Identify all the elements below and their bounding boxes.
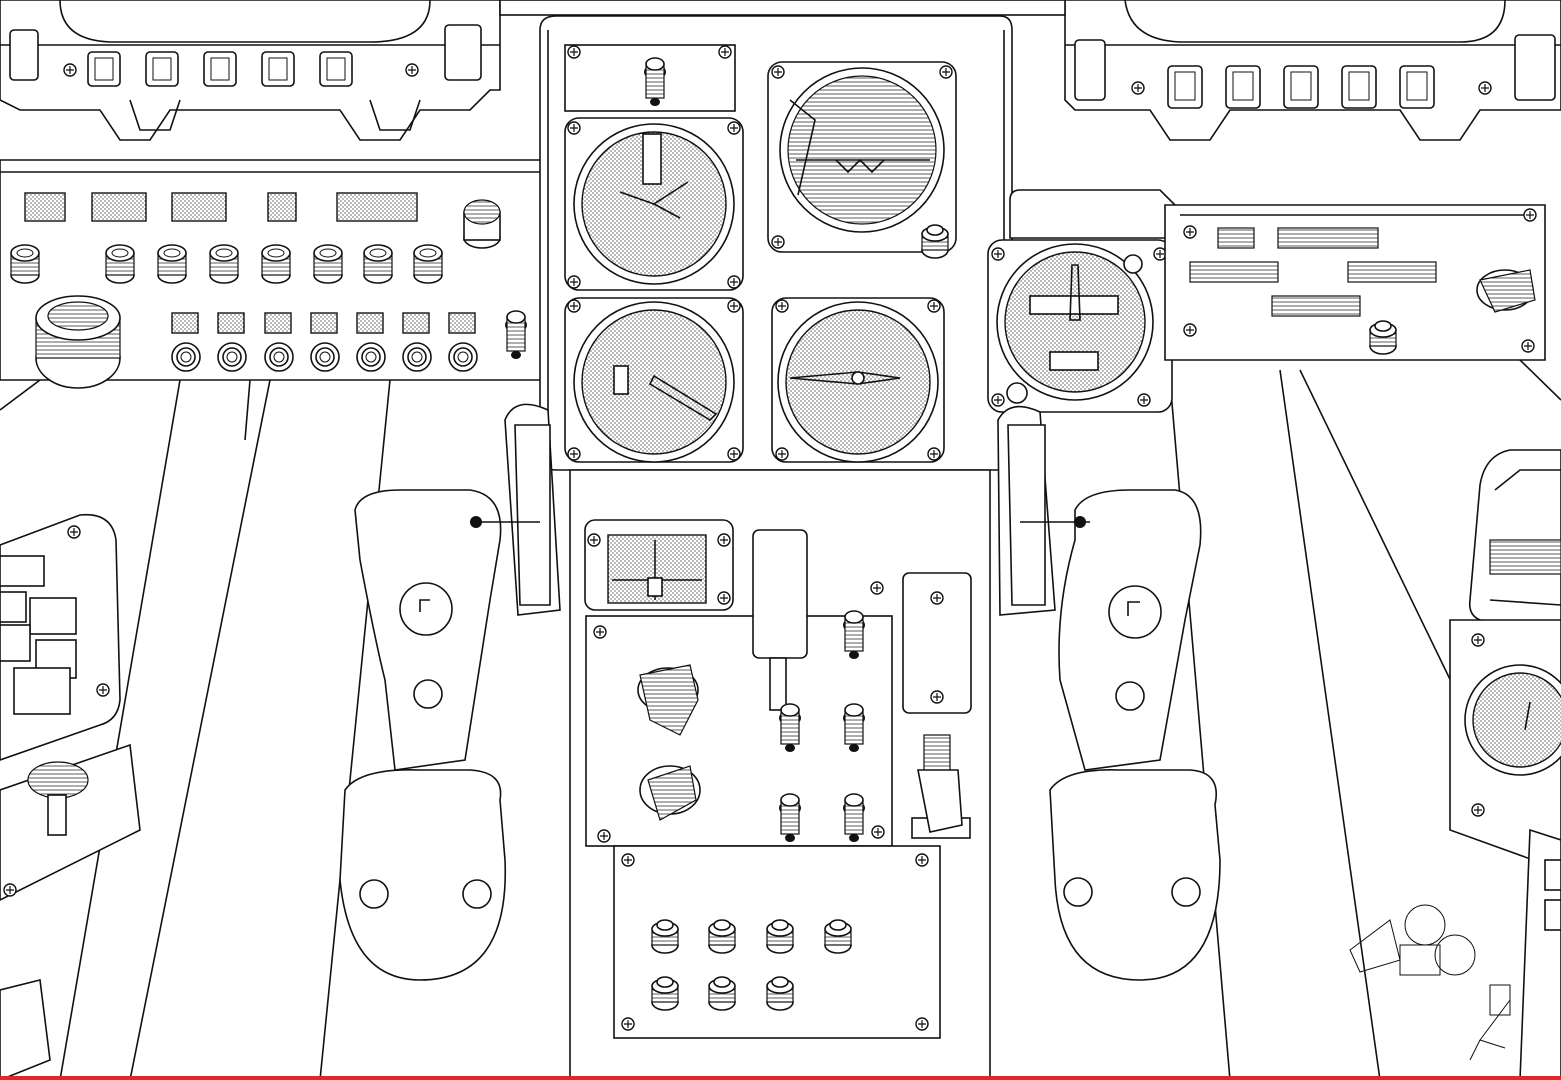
- left-side-console: [0, 513, 141, 1080]
- gear-lever[interactable]: [752, 529, 808, 711]
- left-knob-5[interactable]: [261, 244, 291, 284]
- left-button-row[interactable]: [171, 312, 478, 372]
- left-knob-6[interactable]: [313, 244, 343, 284]
- mfd-left-buttons[interactable]: [9, 24, 482, 87]
- left-knob-7[interactable]: [363, 244, 393, 284]
- clock-gauge: [564, 117, 744, 291]
- left-knob-8[interactable]: [413, 244, 443, 284]
- right-standby-gauge: [987, 189, 1176, 413]
- left-annunciators: [24, 192, 418, 222]
- right-side-buttons[interactable]: [1544, 859, 1561, 931]
- right-control-yoke[interactable]: [997, 405, 1221, 981]
- left-large-knob[interactable]: [35, 199, 501, 389]
- axis-gizmo-icon: [1469, 984, 1511, 1061]
- mfd-left-bezel: [0, 0, 501, 141]
- right-tuning-knob[interactable]: [1369, 320, 1397, 355]
- right-selector-knob[interactable]: [1476, 269, 1536, 313]
- glareshield: [499, 0, 1066, 16]
- mfd-right-buttons[interactable]: [1074, 34, 1556, 109]
- left-control-yoke[interactable]: [339, 403, 561, 981]
- lower-center-console: [569, 469, 991, 1080]
- left-side-lever[interactable]: [27, 761, 89, 836]
- left-side-buttons[interactable]: [0, 555, 77, 715]
- floor-lines: [0, 359, 1561, 1080]
- right-side-console: [1349, 449, 1561, 1080]
- attitude-indicator: [767, 61, 957, 259]
- viewport-border: [0, 1076, 1561, 1080]
- right-digit-displays: [1189, 227, 1437, 317]
- center-instrument-column: [539, 15, 1013, 471]
- throttle-knob[interactable]: [911, 734, 971, 839]
- attitude-adjust-knob[interactable]: [921, 224, 949, 259]
- left-knob-3[interactable]: [157, 244, 187, 284]
- rotary-selector-2[interactable]: [639, 765, 701, 821]
- right-side-display: [1489, 539, 1561, 575]
- left-knob-1[interactable]: [10, 244, 40, 284]
- altimeter-gauge: [564, 297, 744, 463]
- left-switch-panel: [0, 159, 546, 389]
- right-radio-panel: [1164, 204, 1546, 361]
- left-knob-4[interactable]: [209, 244, 239, 284]
- left-knob-2[interactable]: [105, 244, 135, 284]
- rotary-selector-1[interactable]: [637, 664, 699, 736]
- heading-gauge: [771, 297, 945, 463]
- camera-widget: [1349, 904, 1476, 976]
- mfd-right-bezel: [1064, 0, 1561, 141]
